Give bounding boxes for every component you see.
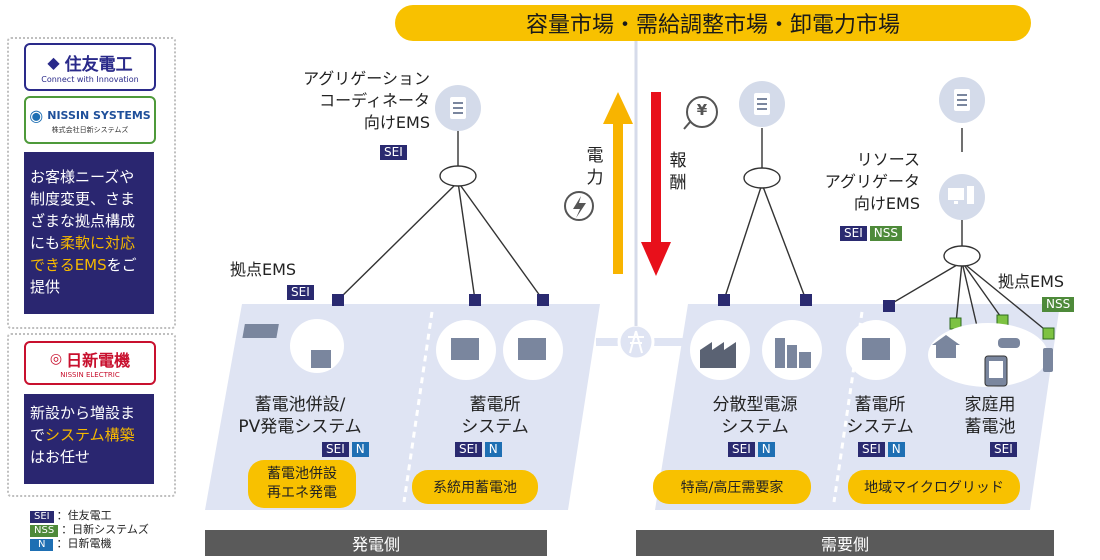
connection-node xyxy=(469,294,481,306)
sei-tag: SEI xyxy=(728,442,755,457)
market-banner: 容量市場・需給調整市場・卸電力市場 xyxy=(395,5,1031,41)
sei-logo: ◆ 住友電工 Connect with Innovation xyxy=(24,43,156,91)
cloud-server-icon xyxy=(939,77,985,123)
transmission-tower-icon xyxy=(628,330,644,354)
sei-emblem-icon: ◆ xyxy=(47,53,60,72)
legend: SEI：住友電工 NSS：日新システムズ N：日新電機 xyxy=(30,509,149,551)
nissin-electric-logo: ◎ 日新電機 NISSIN ELECTRIC xyxy=(24,341,156,385)
sei-tag: SEI xyxy=(990,442,1017,457)
bess-pv-label: 蓄電池併設/ PV発電システム xyxy=(238,395,362,437)
home-battery-label: 家庭用 蓄電池 xyxy=(964,395,1016,437)
substation-right-label: 蓄電所 システム xyxy=(846,395,914,437)
cloud-server-icon xyxy=(739,81,785,127)
battery-rack-icon xyxy=(311,338,890,368)
network-cloud-icon xyxy=(943,245,981,267)
nss-tag: NSS xyxy=(869,226,902,241)
n-tag: N xyxy=(757,442,775,457)
connection-node xyxy=(537,294,549,306)
ev-car-icon xyxy=(998,338,1020,348)
site-ems-right-tags: NSS xyxy=(1042,293,1077,312)
aggregation-coordinator-tags: SEI xyxy=(380,141,410,160)
n-tag: N xyxy=(484,442,502,457)
sei-tag: SEI xyxy=(380,145,407,160)
globe-icon: ◉ xyxy=(29,105,44,125)
site-ems-left-label: 拠点EMS xyxy=(230,260,297,279)
sei-tag: SEI xyxy=(858,442,885,457)
solar-panel-icon xyxy=(242,324,279,338)
reward-arrow xyxy=(641,92,671,276)
computer-icon xyxy=(939,174,985,220)
microgrid-pill: 地域マイクログリッド xyxy=(848,470,1020,504)
connection-node xyxy=(800,294,812,306)
lightning-icon xyxy=(564,191,594,221)
nissin-emblem-icon: ◎ xyxy=(49,351,63,367)
n-tag: N xyxy=(351,442,369,457)
power-arrow xyxy=(603,92,633,274)
aggregation-coordinator-ems: アグリゲーション コーディネータ 向けEMS xyxy=(303,69,430,132)
reward-label: 報酬 xyxy=(669,151,687,193)
sei-tag: SEI xyxy=(287,285,314,300)
power-label: 電力 xyxy=(586,146,604,188)
demand-side-bar: 需要側 xyxy=(636,530,1054,556)
nissin-systems-logo: ◉ NISSIN SYSTEMS 株式会社日新システムズ xyxy=(24,96,156,144)
legend-item-sei: SEI：住友電工 xyxy=(30,509,149,523)
nissin-description: 新設から増設までシステム構築はお任せ xyxy=(24,394,154,484)
substation-left-label: 蓄電所 システム xyxy=(461,395,529,437)
legend-item-nss: NSS：日新システムズ xyxy=(30,523,149,537)
sei-nss-description: お客様ニーズや制度変更、さまざまな拠点構成にも柔軟に対応できるEMSをご提供 xyxy=(24,152,154,314)
building-icon xyxy=(775,338,811,368)
connection-node xyxy=(332,294,344,306)
n-tag: N xyxy=(887,442,905,457)
sei-tag: SEI xyxy=(322,442,349,457)
sei-nss-panel xyxy=(7,37,176,329)
nissin-panel xyxy=(7,333,176,497)
legend-item-n: N：日新電機 xyxy=(30,537,149,551)
connection-node xyxy=(718,294,730,306)
device-node xyxy=(1042,327,1055,340)
home-battery-icon xyxy=(984,355,1008,387)
sei-tag: SEI xyxy=(455,442,482,457)
network-cloud-icon xyxy=(439,165,477,187)
cloud-server-icon xyxy=(435,85,481,131)
nss-tag: NSS xyxy=(1042,297,1075,312)
yen-icon xyxy=(683,96,718,130)
bess-renewable-pill: 蓄電池併設 再エネ発電 xyxy=(248,460,356,508)
ev-charger-icon xyxy=(1043,348,1053,372)
site-ems-left-tags: SEI xyxy=(287,281,317,300)
sei-tag: SEI xyxy=(840,226,867,241)
resource-aggregator-ems: リソース アグリゲータ 向けEMS xyxy=(824,150,920,213)
yen-text: ¥ xyxy=(696,101,708,119)
high-voltage-pill: 特高/高圧需要家 xyxy=(653,470,811,504)
factory-icon xyxy=(700,342,736,368)
house-icon xyxy=(932,335,960,358)
generation-side-bar: 発電側 xyxy=(205,530,547,556)
home-battery-tags: SEI xyxy=(990,438,1020,457)
grid-battery-pill: 系統用蓄電池 xyxy=(412,470,538,504)
distributed-power-label: 分散型電源 システム xyxy=(712,395,798,437)
network-cloud-icon xyxy=(743,167,781,189)
site-ems-right-label: 拠点EMS xyxy=(998,272,1065,291)
connection-node xyxy=(883,300,895,312)
